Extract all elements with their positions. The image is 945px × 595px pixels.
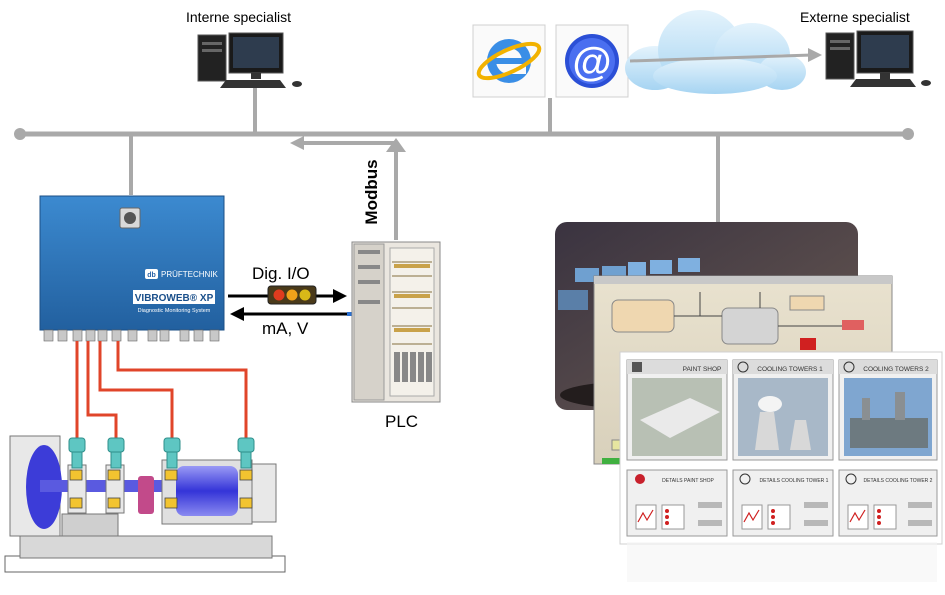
svg-text:@: @ — [572, 40, 611, 84]
email-at-icon: @ — [555, 24, 629, 98]
vibroweb-logo-mark: db — [147, 272, 156, 279]
machine-train — [4, 435, 286, 573]
card-title-cooling-towers-1: COOLING TOWERS 1 — [757, 366, 823, 373]
dashboard-card-paint-shop: PAINT SHOP DETAILS PAINT SHOP — [626, 359, 728, 537]
digital-io-label: Dig. I/O — [252, 264, 310, 283]
plc-cabinet — [351, 241, 441, 403]
sensor-cables — [75, 341, 248, 438]
card-detail-cooling-towers-1: DETAILS COOLING TOWER 1 — [760, 478, 829, 484]
card-detail-paint-shop: DETAILS PAINT SHOP — [662, 478, 714, 484]
card-title-paint-shop: PAINT SHOP — [683, 366, 722, 373]
dashboard-card-cooling-towers-1: COOLING TOWERS 1 DETAILS COOLING TOWER 1 — [732, 359, 834, 537]
plc-label: PLC — [385, 412, 419, 431]
modbus-label: Modbus — [362, 159, 381, 225]
card-detail-cooling-towers-2: DETAILS COOLING TOWER 2 — [864, 478, 933, 484]
dashboard-panel: PAINT SHOP DETAILS PAINT SHOP COOLING TO… — [619, 351, 943, 582]
traffic-light-icon — [267, 285, 317, 305]
internal-specialist-computer — [197, 32, 302, 88]
card-title-cooling-towers-2: COOLING TOWERS 2 — [863, 366, 929, 373]
dashboard-card-cooling-towers-2: COOLING TOWERS 2 DETAILS COOLING TOWER 2 — [838, 359, 938, 537]
internet-explorer-icon — [472, 24, 546, 98]
internal-specialist-label: Interne specialist — [186, 9, 292, 25]
analog-signal-label: mA, V — [262, 319, 309, 338]
external-specialist-computer — [825, 30, 931, 87]
vibroweb-xp-unit: db PRÜFTECHNIK VIBROWEB® XP Diagnostic M… — [39, 195, 225, 342]
vibroweb-subtitle: Diagnostic Monitoring System — [138, 308, 211, 314]
external-specialist-label: Externe specialist — [800, 9, 910, 25]
cloud-icon — [625, 10, 822, 94]
vibration-sensors — [68, 437, 255, 469]
vibroweb-brand: PRÜFTECHNIK — [161, 270, 219, 279]
network-bus — [14, 88, 914, 240]
vibroweb-product-name: VIBROWEB® XP — [135, 293, 214, 304]
